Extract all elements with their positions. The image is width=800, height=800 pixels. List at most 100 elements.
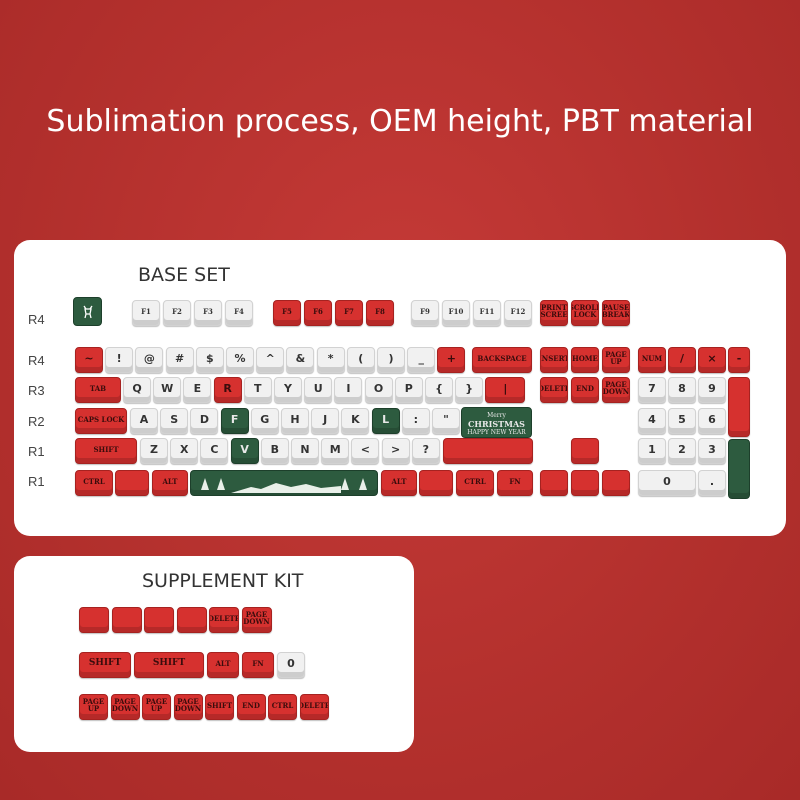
- key-number-row[interactable]: @: [135, 347, 164, 373]
- supplement-key-shift[interactable]: SHIFT: [79, 652, 131, 678]
- key-fn-row[interactable]: SCROLL LOCK: [571, 300, 599, 326]
- key-nav[interactable]: HOME: [571, 347, 599, 373]
- key-letter[interactable]: {: [425, 377, 453, 403]
- key-letter[interactable]: Z: [140, 438, 168, 464]
- supplement-key[interactable]: PAGE DOWN: [110, 694, 140, 720]
- key-numpad[interactable]: 1: [638, 438, 666, 464]
- key-letter[interactable]: <: [351, 438, 380, 464]
- supplement-key[interactable]: 0: [277, 652, 305, 678]
- key-numpad[interactable]: 8: [668, 377, 696, 403]
- key-letter[interactable]: A: [130, 408, 158, 434]
- key-letter[interactable]: V: [230, 438, 259, 464]
- key-numpad-plus[interactable]: [728, 377, 750, 437]
- key-fn-row[interactable]: F2: [163, 300, 191, 326]
- key-numpad-zero[interactable]: 0: [638, 470, 696, 496]
- key-arrow-icon[interactable]: [571, 470, 599, 496]
- key-letter[interactable]: Y: [274, 377, 302, 403]
- key-letter[interactable]: |: [485, 377, 526, 403]
- key-fn-row[interactable]: F8: [366, 300, 394, 326]
- supplement-key[interactable]: CTRL: [268, 694, 297, 720]
- key-letter[interactable]: C: [200, 438, 229, 464]
- key-letter[interactable]: O: [364, 377, 393, 403]
- key-number-row[interactable]: _: [407, 347, 436, 373]
- key-letter[interactable]: D: [190, 408, 219, 434]
- supplement-key[interactable]: PAGE DOWN: [241, 607, 272, 633]
- key-letter[interactable]: R: [213, 377, 242, 403]
- key-left-ctrl[interactable]: CTRL: [75, 470, 113, 496]
- key-arrow-icon[interactable]: [602, 470, 630, 496]
- key-right-shift[interactable]: [443, 438, 533, 464]
- key-caps-lock[interactable]: CAPS LOCK: [75, 408, 127, 434]
- key-numpad-dot[interactable]: .: [698, 470, 726, 496]
- supplement-key[interactable]: FN: [242, 652, 274, 678]
- key-numlock[interactable]: NUM: [638, 347, 666, 373]
- key-letter[interactable]: S: [160, 408, 189, 434]
- numpad-enter-tree-key[interactable]: [728, 439, 750, 499]
- key-letter[interactable]: H: [281, 408, 309, 434]
- key-letter[interactable]: K: [341, 408, 370, 434]
- key-letter[interactable]: L: [371, 408, 400, 434]
- key-number-row[interactable]: $: [195, 347, 224, 373]
- key-letter[interactable]: T: [243, 377, 272, 403]
- key-letter[interactable]: I: [334, 377, 363, 403]
- supplement-key[interactable]: PAGE UP: [142, 694, 171, 720]
- supplement-key[interactable]: [144, 607, 174, 633]
- key-number-row[interactable]: +: [437, 347, 466, 373]
- key-letter[interactable]: >: [381, 438, 410, 464]
- key-numpad[interactable]: 6: [698, 408, 726, 434]
- supplement-key[interactable]: PAGE UP: [79, 694, 108, 720]
- key-letter[interactable]: U: [304, 377, 333, 403]
- key-nav[interactable]: INSERT: [540, 347, 568, 373]
- key-numpad[interactable]: 4: [638, 408, 666, 434]
- key-number-row[interactable]: ~: [75, 347, 103, 373]
- supplement-key[interactable]: END: [236, 694, 266, 720]
- reindeer-icon[interactable]: [73, 297, 102, 326]
- key-nav[interactable]: PAGE DOWN: [602, 377, 630, 403]
- key-letter[interactable]: W: [153, 377, 182, 403]
- key-letter[interactable]: B: [260, 438, 289, 464]
- key-letter[interactable]: :: [401, 408, 430, 434]
- key-fn-row[interactable]: F4: [225, 300, 253, 326]
- key-number-row[interactable]: %: [226, 347, 254, 373]
- key-fn-row[interactable]: F10: [442, 300, 470, 326]
- key-numpad[interactable]: ×: [698, 347, 726, 373]
- key-numpad[interactable]: 2: [668, 438, 696, 464]
- supplement-key[interactable]: SHIFT: [205, 694, 234, 720]
- key-number-row[interactable]: ): [377, 347, 405, 373]
- supplement-key-shift[interactable]: SHIFT: [134, 652, 204, 678]
- key-santa-icon[interactable]: [115, 470, 149, 496]
- christmas-enter-key[interactable]: Merry CHRISTMAS HAPPY NEW YEAR: [461, 407, 532, 438]
- key-numpad[interactable]: 9: [698, 377, 726, 403]
- key-fn-row[interactable]: PRINT SCREE: [540, 300, 568, 326]
- key-nav[interactable]: DELETE: [540, 377, 568, 403]
- supplement-key[interactable]: DELETE: [209, 607, 239, 633]
- key-fn-row[interactable]: F9: [411, 300, 439, 326]
- key-right-ctrl[interactable]: CTRL: [456, 470, 494, 496]
- key-fn-row[interactable]: F1: [132, 300, 160, 326]
- supplement-key[interactable]: [79, 607, 109, 633]
- key-fn-row[interactable]: F5: [273, 300, 301, 326]
- key-left-alt[interactable]: ALT: [152, 470, 188, 496]
- key-letter[interactable]: E: [183, 377, 212, 403]
- supplement-key[interactable]: [176, 607, 207, 633]
- key-fn-row[interactable]: PAUSE BREAK: [602, 300, 630, 326]
- supplement-key[interactable]: ALT: [207, 652, 239, 678]
- key-fn-row[interactable]: F7: [335, 300, 363, 326]
- key-letter[interactable]: Q: [123, 377, 151, 403]
- key-nav[interactable]: PAGE UP: [602, 347, 630, 373]
- key-number-row[interactable]: #: [165, 347, 194, 373]
- key-arrow-icon[interactable]: [540, 470, 568, 496]
- key-backspace[interactable]: BACKSPACE: [472, 347, 532, 373]
- key-letter[interactable]: F: [220, 408, 249, 434]
- key-number-row[interactable]: !: [105, 347, 134, 373]
- key-letter[interactable]: X: [170, 438, 199, 464]
- key-letter[interactable]: ": [432, 408, 460, 434]
- key-numpad[interactable]: /: [668, 347, 696, 373]
- key-number-row[interactable]: ^: [256, 347, 285, 373]
- key-santa-icon[interactable]: [419, 470, 453, 496]
- key-number-row[interactable]: (: [346, 347, 375, 373]
- key-fn-row[interactable]: F6: [304, 300, 332, 326]
- key-numpad[interactable]: 7: [638, 377, 666, 403]
- key-numpad[interactable]: 3: [698, 438, 726, 464]
- supplement-key[interactable]: DELETE: [299, 694, 329, 720]
